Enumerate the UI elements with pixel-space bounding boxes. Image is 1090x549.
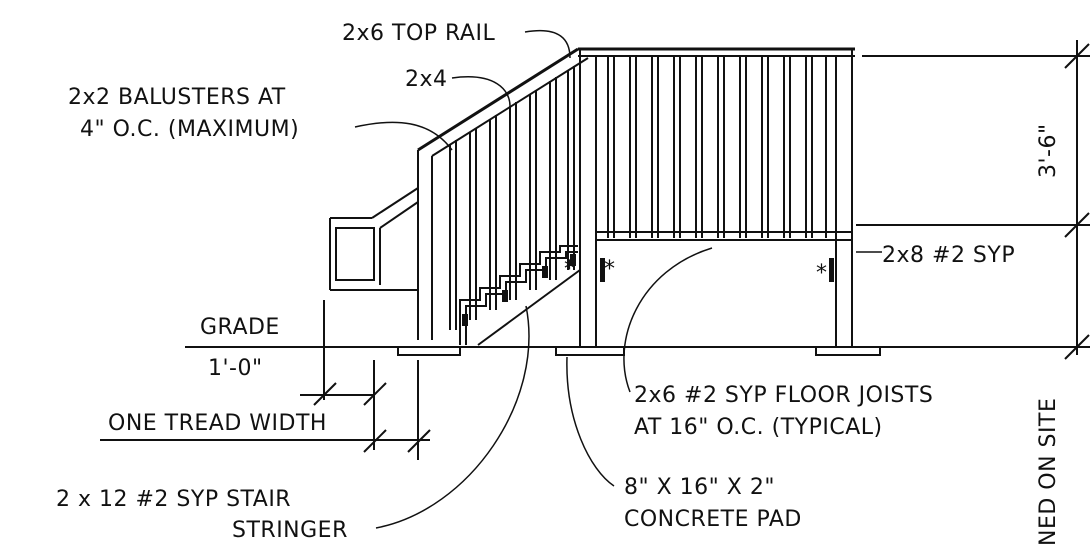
asterisk-left-2: *	[604, 257, 616, 282]
label-joists-line2: AT 16" O.C. (TYPICAL)	[634, 415, 883, 440]
tread-dimension	[100, 300, 431, 460]
label-top-rail: 2x6 TOP RAIL	[342, 21, 495, 46]
label-grade: GRADE	[200, 315, 280, 340]
label-balusters-line2: 4" O.C. (MAXIMUM)	[80, 117, 299, 142]
stair-handrail	[417, 47, 589, 340]
stair-balusters	[449, 66, 575, 330]
label-stringer-line2: STRINGER	[232, 518, 348, 543]
label-joists-line1: 2x6 #2 SYP FLOOR JOISTS	[634, 383, 933, 408]
deck-frame	[578, 47, 855, 347]
concrete-pad-middle	[555, 346, 625, 356]
label-beam: 2x8 #2 SYP	[882, 243, 1015, 268]
concrete-pad-left	[397, 346, 461, 356]
concrete-pad-right	[815, 346, 881, 356]
leader-lines	[354, 29, 882, 529]
asterisk-left-1: *	[564, 257, 576, 282]
label-pad-line1: 8" X 16" X 2"	[624, 475, 775, 500]
label-height-dimension: 3'-6"	[1036, 123, 1061, 178]
deck-balusters	[607, 56, 827, 238]
stair-stringer	[477, 269, 581, 346]
label-balusters-line1: 2x2 BALUSTERS AT	[68, 85, 286, 110]
rear-landing-frame	[329, 187, 419, 291]
label-2x4: 2x4	[405, 67, 448, 92]
label-tread-width: ONE TREAD WIDTH	[108, 411, 327, 436]
stair-treads	[459, 245, 578, 345]
height-dimension	[856, 40, 1090, 360]
asterisk-right: *	[816, 261, 828, 286]
label-side-note: NED ON SITE	[1036, 398, 1061, 546]
label-stringer-line1: 2 x 12 #2 SYP STAIR	[56, 487, 291, 512]
label-pad-line2: CONCRETE PAD	[624, 507, 802, 532]
label-one-foot: 1'-0"	[208, 356, 263, 381]
